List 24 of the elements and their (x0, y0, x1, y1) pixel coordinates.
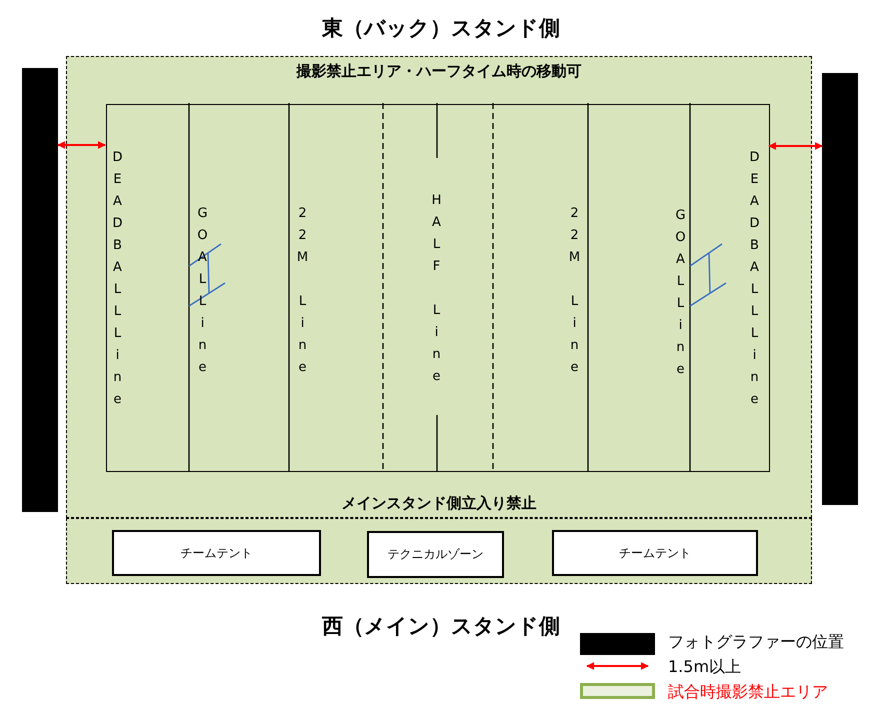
tent-box: テクニカルゾーン (367, 531, 504, 578)
distance-arrow (768, 142, 823, 150)
area-heading: メインスタンド側立入り禁止 (340, 494, 538, 513)
legend-text: 試合時撮影禁止エリア (668, 682, 828, 703)
restricted-area (66, 518, 812, 584)
photographer-position-bar (822, 73, 858, 505)
line-label: DEADBALLLine (110, 150, 125, 414)
legend-text: 1.5m以上 (668, 657, 742, 678)
restricted-area (66, 56, 812, 518)
tent-box: チームテント (552, 530, 758, 576)
distance-arrow (57, 141, 106, 149)
stand-label: 西（メイン）スタンド側 (321, 613, 561, 640)
line-label: GOALLine (195, 206, 210, 382)
field-outline (106, 104, 770, 472)
photographer-position-bar (22, 68, 58, 512)
area-heading: 撮影禁止エリア・ハーフタイム時の移動可 (295, 62, 582, 81)
tent-box: チームテント (112, 530, 321, 576)
title: 東（バック）スタンド側 (320, 15, 561, 42)
line-label: 22M Line (295, 206, 310, 382)
legend-text: フォトグラファーの位置 (668, 632, 844, 653)
line-label: 22M Line (567, 206, 582, 382)
line-label: GOALLine (673, 208, 688, 384)
line-label: HALF Line (429, 193, 444, 391)
line-label: DEADBALLLine (747, 150, 762, 414)
